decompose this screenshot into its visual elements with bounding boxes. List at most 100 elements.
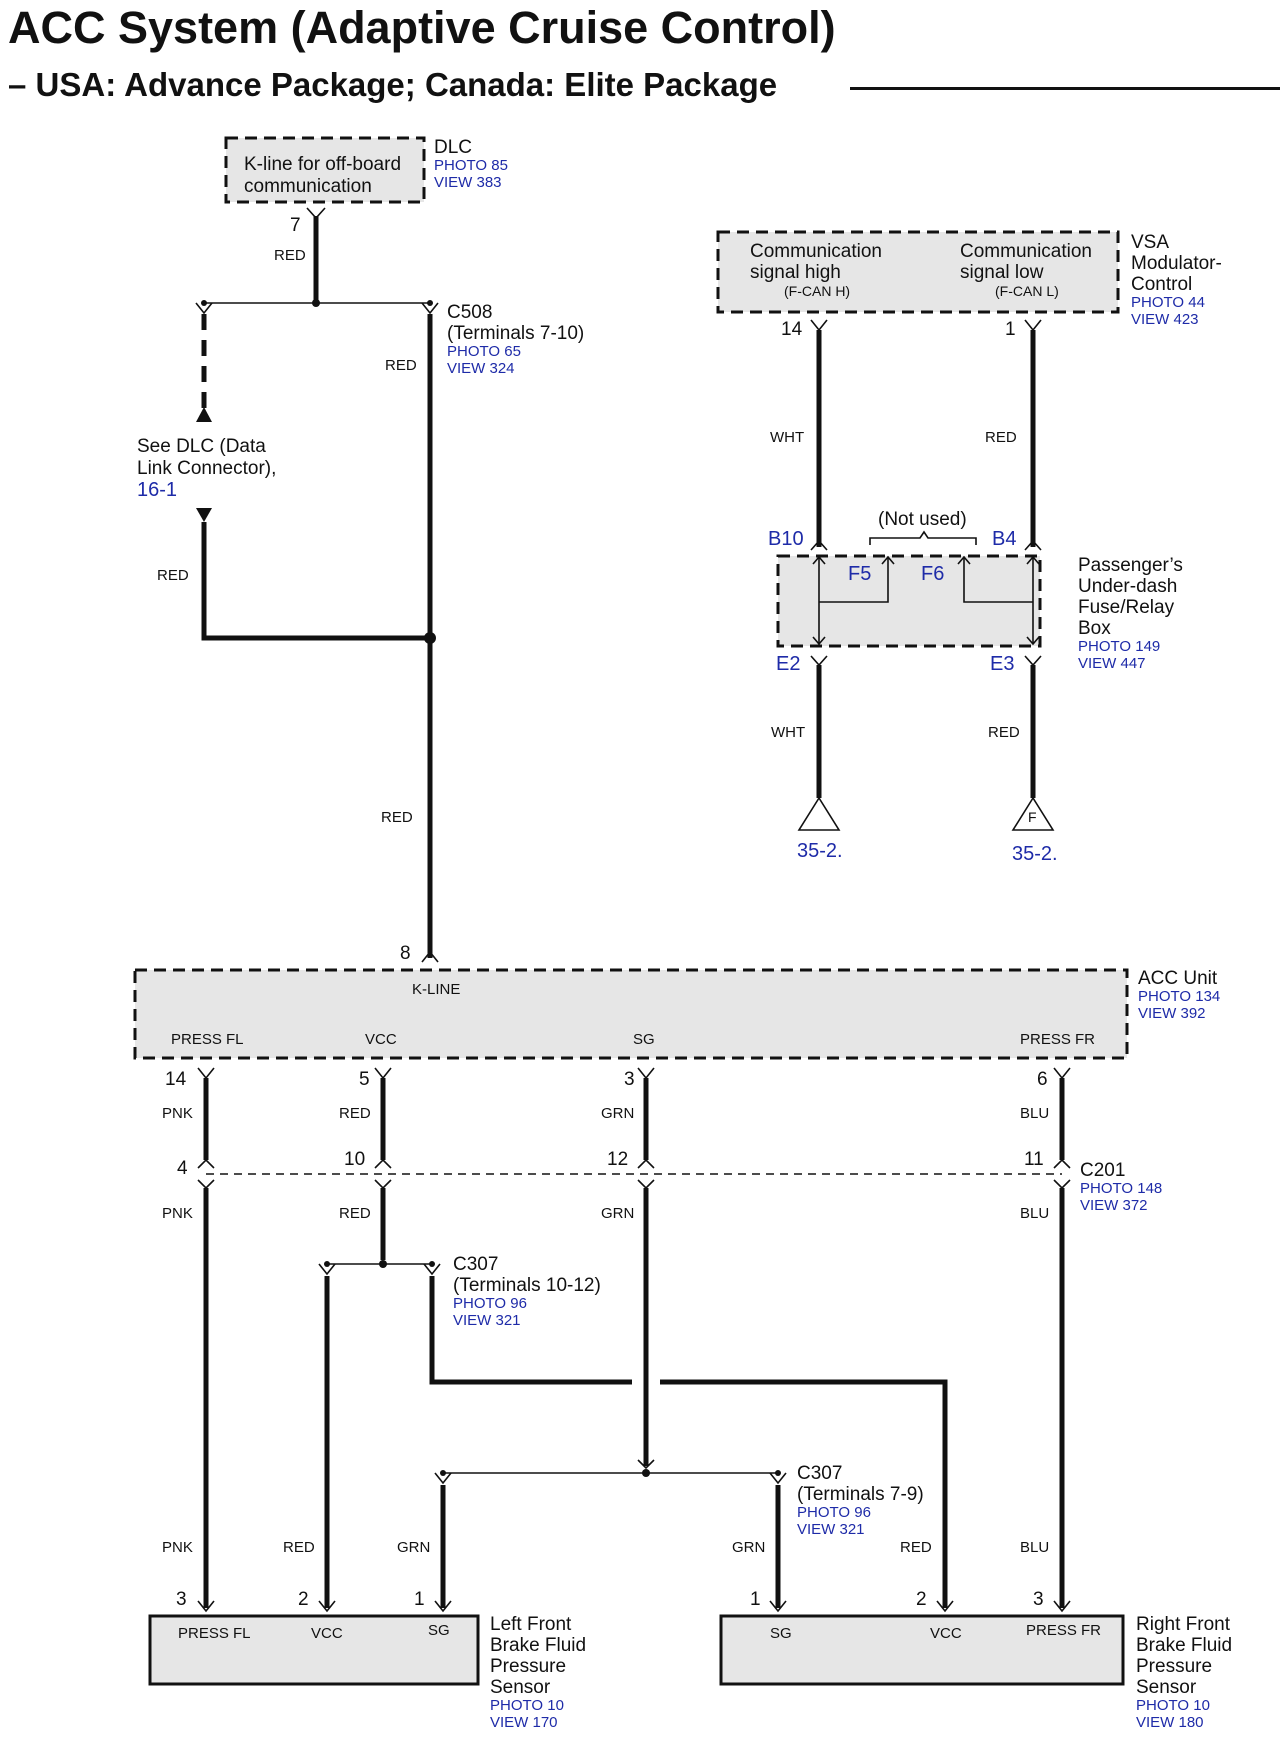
right-sensor-wire-vcc: RED <box>900 1539 932 1556</box>
dlc-box-text-2: communication <box>244 176 372 197</box>
c307-lower-right-dot <box>775 1470 781 1476</box>
page-header: ACC System (Adaptive Cruise Control) – U… <box>0 0 1286 120</box>
acc-pin-sg: 3 <box>624 1069 635 1090</box>
fuse-pin-b10: B10 <box>768 528 804 550</box>
subtitle-rule <box>850 87 1280 90</box>
dlc-pin: 7 <box>290 215 301 236</box>
page-subtitle: – USA: Advance Package; Canada: Elite Pa… <box>8 66 778 103</box>
right-sensor-name-1: Right Front <box>1136 1614 1231 1635</box>
dlc-box-text-1: K-line for off-board <box>244 154 401 175</box>
c201-wire-3: GRN <box>601 1205 634 1222</box>
fuse-internal-right <box>963 558 1034 643</box>
fuse-wire-right: RED <box>988 724 1020 741</box>
left-sensor-wire-vcc: RED <box>283 1539 315 1556</box>
vsa-pin-left: 14 <box>781 319 803 340</box>
ref-right[interactable]: 35-2. <box>1012 843 1058 865</box>
c201-wire-4: BLU <box>1020 1205 1049 1222</box>
left-sensor-wire-sg: GRN <box>397 1539 430 1556</box>
left-sensor-box <box>148 1614 480 1686</box>
right-sensor-view-ref[interactable]: VIEW 180 <box>1136 1714 1204 1731</box>
c201-view-ref[interactable]: VIEW 372 <box>1080 1197 1148 1214</box>
acc-pin-vcc: 5 <box>359 1069 370 1090</box>
c508-view-ref[interactable]: VIEW 324 <box>447 360 515 377</box>
acc-photo-ref[interactable]: PHOTO 134 <box>1138 988 1220 1005</box>
vsa-photo-ref[interactable]: PHOTO 44 <box>1131 294 1205 311</box>
c201-pin-4: 11 <box>1024 1149 1044 1170</box>
page-title: ACC System (Adaptive Cruise Control) <box>8 2 836 53</box>
c307-lower-terminals: (Terminals 7-9) <box>797 1484 924 1505</box>
acc-label-press-fr: PRESS FR <box>1020 1031 1095 1048</box>
c508-lower-wire-color: RED <box>381 809 413 826</box>
c307-lower-view-ref[interactable]: VIEW 321 <box>797 1521 865 1538</box>
fuse-box-name-2: Under-dash <box>1078 576 1177 597</box>
left-sensor-name-4: Sensor <box>490 1677 551 1698</box>
left-sensor-name-1: Left Front <box>490 1614 572 1635</box>
vsa-left-sub: (F-CAN H) <box>784 283 850 299</box>
dlc-photo-ref[interactable]: PHOTO 85 <box>434 157 508 174</box>
dlc-name: DLC <box>434 137 472 158</box>
c201-wire-1: PNK <box>162 1205 193 1222</box>
left-sensor-label-vcc: VCC <box>311 1625 343 1642</box>
vsa-left-line2: signal high <box>750 262 841 283</box>
right-sensor-name-3: Pressure <box>1136 1656 1212 1677</box>
fuse-box-not-used: (Not used) <box>878 509 967 530</box>
c307-upper-view-ref[interactable]: VIEW 321 <box>453 1312 521 1329</box>
ref-right-letter: F <box>1028 809 1037 825</box>
connector-fork-vsa-left <box>810 319 828 332</box>
vsa-right-line1: Communication <box>960 241 1092 262</box>
acc-view-ref[interactable]: VIEW 392 <box>1138 1005 1206 1022</box>
fuse-pin-f6: F6 <box>921 563 944 585</box>
c201-pin-2: 10 <box>344 1149 365 1170</box>
left-sensor-photo-ref[interactable]: PHOTO 10 <box>490 1697 564 1714</box>
acc-name: ACC Unit <box>1138 968 1218 989</box>
vsa-component: Communication signal high (F-CAN H) Comm… <box>716 230 1222 328</box>
c307-lower-photo-ref[interactable]: PHOTO 96 <box>797 1504 871 1521</box>
vsa-name-2: Modulator- <box>1131 253 1222 274</box>
right-sensor-label-sg: SG <box>770 1625 792 1642</box>
right-sensor-label-vcc: VCC <box>930 1625 962 1642</box>
see-dlc-line2: Link Connector), <box>137 458 276 479</box>
vsa-name-1: VSA <box>1131 232 1169 253</box>
right-sensor-pin-press: 3 <box>1033 1589 1044 1610</box>
fuse-box-view-ref[interactable]: VIEW 447 <box>1078 655 1146 672</box>
left-sensor-pin-press: 3 <box>176 1589 187 1610</box>
c508-photo-ref[interactable]: PHOTO 65 <box>447 343 521 360</box>
dlc-view-ref[interactable]: VIEW 383 <box>434 174 502 191</box>
right-sensor-name-2: Brake Fluid <box>1136 1635 1232 1656</box>
see-dlc-ref[interactable]: 16-1 <box>137 479 177 501</box>
splice-k-line <box>424 632 436 644</box>
c307-lower-name: C307 <box>797 1463 842 1484</box>
left-sensor-view-ref[interactable]: VIEW 170 <box>490 1714 558 1731</box>
connector-fork-kline <box>421 950 439 963</box>
vsa-view-ref[interactable]: VIEW 423 <box>1131 311 1199 328</box>
connector-forks-sensors <box>197 1600 1071 1613</box>
acc-unit-box <box>133 968 1129 1060</box>
left-sensor-name-2: Brake Fluid <box>490 1635 586 1656</box>
vsa-left-line1: Communication <box>750 241 882 262</box>
c508-name: C508 <box>447 302 492 323</box>
vsa-name-3: Control <box>1131 274 1192 295</box>
c508-terminals: (Terminals 7-10) <box>447 323 584 344</box>
fuse-pin-f5: F5 <box>848 563 871 585</box>
acc-kline-label: K-LINE <box>412 981 460 998</box>
fuse-box-photo-ref[interactable]: PHOTO 149 <box>1078 638 1160 655</box>
right-sensor-photo-ref[interactable]: PHOTO 10 <box>1136 1697 1210 1714</box>
c201-pin-1: 4 <box>177 1158 188 1179</box>
acc-wire-press-fl: PNK <box>162 1105 193 1122</box>
c201-wire-2: RED <box>339 1205 371 1222</box>
fuse-box-name-4: Box <box>1078 618 1111 639</box>
connector-fork-c508-right <box>421 302 439 315</box>
c508-right-dot <box>427 300 433 306</box>
c201-pin-3: 12 <box>607 1149 628 1170</box>
connector-fork-vsa-right <box>1024 319 1042 332</box>
c508-wire-color: RED <box>385 357 417 374</box>
connector-fork-e3 <box>1024 655 1042 667</box>
dlc-component: K-line for off-board communication DLC P… <box>224 136 508 264</box>
ref-left[interactable]: 35-2. <box>797 840 843 862</box>
right-sensor-pin-vcc: 2 <box>916 1589 927 1610</box>
acc-pin-press-fr: 6 <box>1037 1069 1048 1090</box>
c307-upper-photo-ref[interactable]: PHOTO 96 <box>453 1295 527 1312</box>
c307-upper-right-dot <box>429 1261 435 1267</box>
c201-photo-ref[interactable]: PHOTO 148 <box>1080 1180 1162 1197</box>
